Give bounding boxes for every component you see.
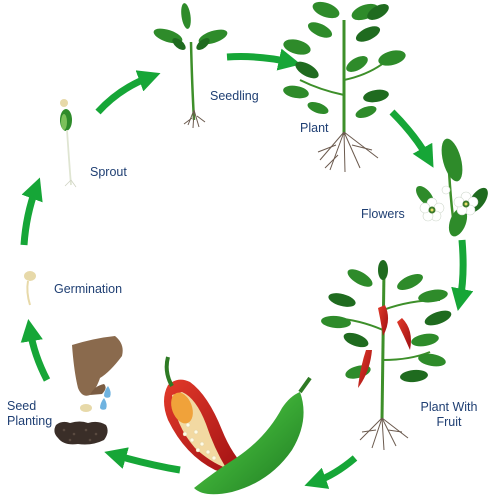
stage-label-plant: Plant (300, 121, 329, 135)
arrow-icon (451, 239, 474, 311)
arrow-icon (304, 455, 358, 489)
germination-icon (24, 271, 36, 306)
stage-label-seed-planting: Seed Planting (7, 399, 52, 429)
arrow-icon (20, 177, 43, 246)
flower-icon (416, 138, 488, 237)
stage-label-flowers: Flowers (361, 207, 405, 221)
cycle-arrows (20, 48, 474, 489)
arrow-icon (20, 318, 51, 382)
hand-icon (72, 336, 123, 396)
seed-planting-group (54, 336, 123, 445)
stage-label-sprout: Sprout (90, 165, 127, 179)
water-drop-icon (100, 386, 111, 410)
stage-label-seed-planting-line1: Seed (7, 399, 37, 413)
stage-label-germination: Germination (54, 282, 123, 296)
arrow-icon (95, 70, 161, 115)
fruiting-plant-icon (321, 260, 452, 451)
arrow-icon (226, 48, 301, 71)
soil (54, 421, 108, 445)
stage-label-seedling: Seedling (210, 89, 259, 103)
arrow-icon (104, 447, 181, 474)
plant-icon (283, 1, 406, 173)
stage-label-plant-with-fruit: Plant With Fruit (418, 400, 480, 430)
arrow-icon (389, 109, 434, 168)
stage-label-plant-with-fruit-line1: Plant With (420, 400, 478, 414)
stage-label-plant-with-fruit-line2: Fruit (436, 415, 462, 429)
stage-label-seed-planting-line2: Planting (7, 414, 53, 428)
seed-icon (80, 404, 92, 412)
pepper-icon (164, 356, 312, 495)
seedling-icon (153, 3, 228, 129)
sprout-icon (60, 99, 77, 188)
